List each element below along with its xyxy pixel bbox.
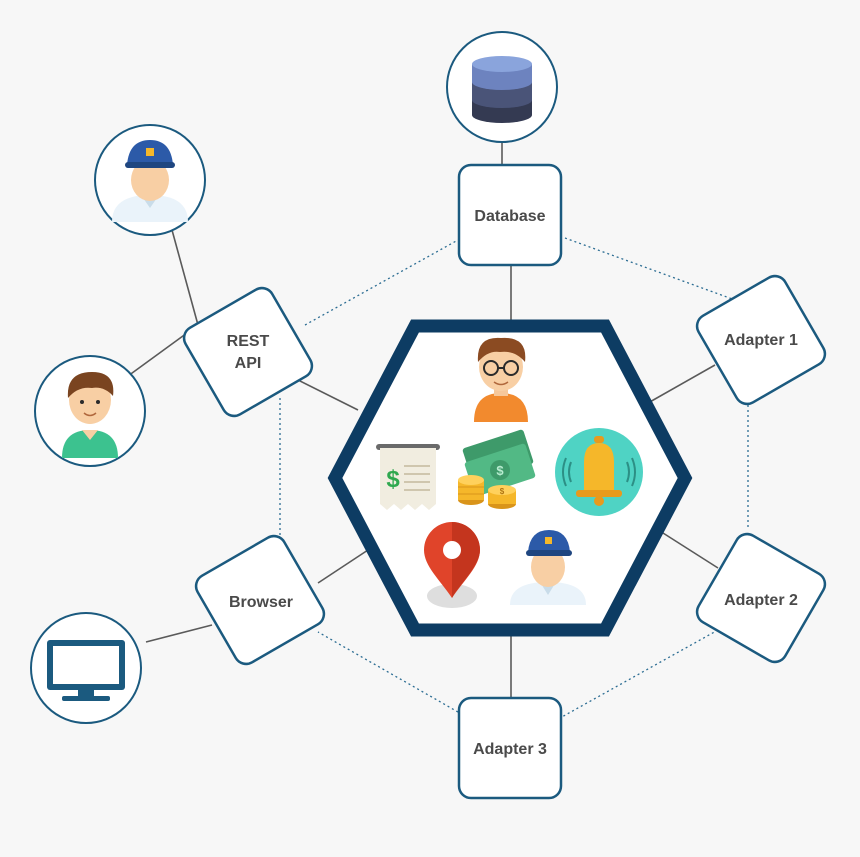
postman-avatar-icon — [112, 140, 188, 222]
postman-icon — [510, 530, 586, 605]
adapter-1-label: Adapter 1 — [724, 332, 798, 349]
svg-text:$: $ — [386, 466, 400, 493]
adapter-3-label: Adapter 3 — [473, 741, 547, 758]
location-pin-icon — [424, 522, 480, 608]
developer-icon — [474, 337, 528, 422]
receipt-icon: $ — [376, 444, 440, 510]
database-node[interactable]: Database — [457, 163, 563, 267]
postman-avatar-circle[interactable] — [94, 124, 206, 236]
user-avatar-circle[interactable] — [34, 355, 146, 467]
adapter-2-label: Adapter 2 — [724, 592, 798, 609]
rest-api-label-line-1: REST — [227, 333, 270, 350]
adapter-2-node[interactable]: Adapter 2 — [693, 530, 830, 667]
database-label: Database — [474, 208, 545, 225]
outer-dotted-ring — [279, 237, 749, 719]
rest-api-label-line-2: API — [235, 355, 262, 372]
browser-label: Browser — [229, 594, 293, 611]
svg-text:$: $ — [500, 487, 505, 496]
svg-text:$: $ — [496, 463, 504, 478]
browser-node[interactable]: Browser — [192, 532, 329, 669]
adapter-3-node[interactable]: Adapter 3 — [457, 696, 563, 800]
database-icon — [472, 56, 532, 123]
user-avatar-icon — [62, 372, 118, 458]
bell-icon — [555, 428, 643, 516]
rest-api-node[interactable]: REST API — [180, 284, 317, 421]
money-icon: $ $ — [458, 429, 536, 509]
database-circle — [446, 31, 558, 143]
monitor-circle[interactable] — [30, 612, 142, 724]
connectors — [127, 137, 719, 698]
monitor-icon — [47, 640, 125, 701]
adapter-1-node[interactable]: Adapter 1 — [693, 272, 830, 409]
